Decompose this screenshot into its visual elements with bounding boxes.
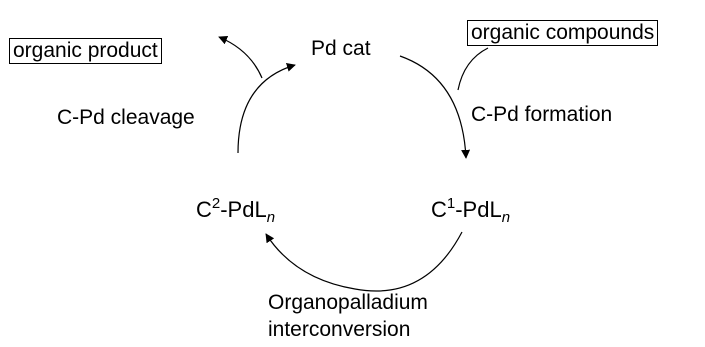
arrow-product-release [218, 35, 263, 79]
species-c2-pdln: C2-PdLn [196, 196, 275, 225]
arrow-substrate-entry [457, 47, 489, 91]
species-subscript: n [501, 209, 511, 226]
species-superscript: 1 [446, 195, 456, 212]
arrow-interconversion [265, 231, 463, 292]
step-interconversion-line1: Organopalladium [268, 291, 428, 314]
species-metal: -PdL [220, 197, 267, 222]
species-prefix: C [196, 197, 212, 222]
species-subscript: n [266, 209, 276, 226]
species-c1-pdln: C1-PdLn [431, 196, 510, 225]
step-cleavage-label: C-Pd cleavage [57, 106, 195, 129]
species-prefix: C [431, 197, 447, 222]
arrow-formation [399, 55, 471, 159]
step-formation-label: C-Pd formation [471, 103, 613, 126]
species-metal: -PdL [455, 197, 502, 222]
species-superscript: 2 [211, 195, 221, 212]
arrow-cleavage [237, 63, 296, 154]
input-box: organic compounds [467, 20, 659, 46]
step-interconversion-line2: interconversion [268, 318, 411, 341]
catalyst-label: Pd cat [311, 37, 371, 60]
output-box: organic product [9, 38, 162, 64]
